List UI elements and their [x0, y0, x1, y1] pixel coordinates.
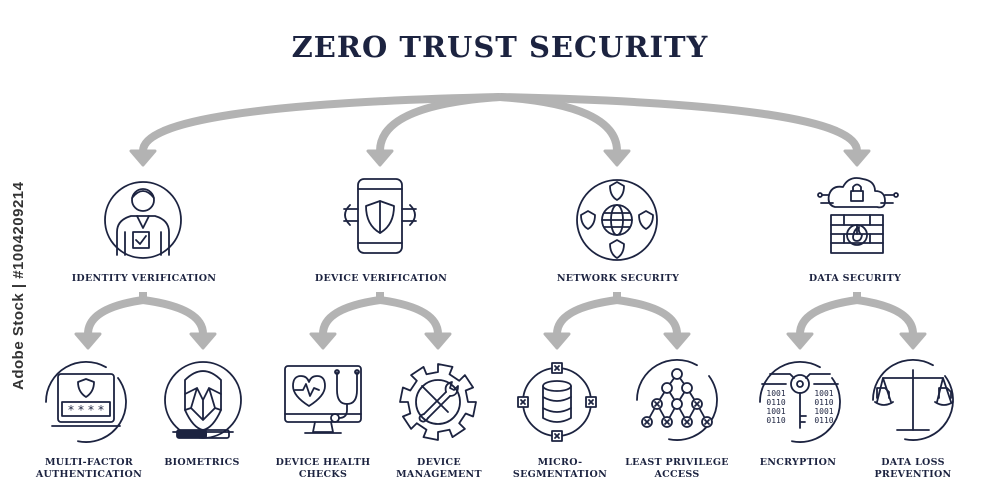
leaf-label-line: MICRO-	[537, 457, 583, 468]
leaf-label-mfa: MULTI-FACTOR AUTHENTICATION	[24, 457, 154, 481]
leaf-label-line: BIOMETRICS	[164, 457, 240, 468]
sub-arrow-2-0-head	[543, 332, 571, 350]
sub-arrow-1-1-shaft	[379, 296, 442, 335]
leaf-label-line: PREVENTION	[874, 469, 952, 480]
category-label-data: DATA SECURITY	[808, 273, 902, 284]
globe-network-icon	[576, 179, 658, 261]
top-arrow-0-shaft	[139, 93, 501, 152]
leaf-label-line: AUTHENTICATION	[35, 469, 143, 480]
diagram-title: ZERO TRUST SECURITY	[291, 30, 709, 64]
face-scan-icon	[164, 361, 242, 439]
top-arrow-1-head	[366, 149, 394, 167]
leaf-label-line: MULTI-FACTOR	[44, 457, 134, 468]
leaf-label-line: CHECKS	[298, 469, 348, 480]
leaf-label-micro-segmentation: MICRO- SEGMENTATION	[495, 457, 625, 481]
top-arrow-0-head	[129, 149, 157, 167]
gear-wrench-icon	[399, 363, 477, 441]
node-tree-icon	[636, 358, 718, 441]
leaf-label-line: ENCRYPTION	[759, 457, 837, 468]
sub-arrow-2-1-head	[663, 332, 691, 350]
leaf-label-line: LEAST PRIVILEGE	[625, 457, 729, 468]
svg-text:1001: 1001	[814, 389, 833, 398]
leaf-label-device-health: DEVICE HEALTH CHECKS	[258, 457, 388, 481]
sub-arrow-1-1-head	[424, 332, 452, 350]
sub-arrow-3-1-shaft	[856, 296, 917, 335]
svg-text:1001: 1001	[766, 389, 785, 398]
leaf-label-least-privilege: LEAST PRIVILEGE ACCESS	[612, 457, 742, 481]
sub-arrow-0-1-head	[189, 332, 217, 350]
sub-arrow-3-0-shaft	[796, 296, 858, 335]
leaf-label-line: ACCESS	[654, 469, 700, 480]
sub-arrow-1-0-shaft	[319, 296, 381, 335]
database-nodes-icon	[517, 362, 597, 442]
leaf-label-line: SEGMENTATION	[512, 469, 608, 480]
svg-text:*: *	[98, 403, 104, 417]
stock-id-text: Adobe Stock | #1004209214	[8, 182, 28, 400]
svg-text:1001: 1001	[766, 407, 785, 416]
sub-arrow-1-0-head	[309, 332, 337, 350]
scale-files-icon	[872, 358, 954, 441]
category-label-identity: IDENTITY VERIFICATION	[71, 273, 217, 284]
user-badge-icon	[104, 181, 182, 259]
monitor-stethoscope-icon	[284, 365, 362, 434]
category-label-device: DEVICE VERIFICATION	[314, 273, 448, 284]
sub-arrow-2-1-shaft	[616, 296, 681, 335]
sub-arrow-2-0-shaft	[553, 296, 618, 335]
leaf-label-line: DEVICE	[417, 457, 461, 468]
leaf-label-encryption: ENCRYPTION	[733, 457, 863, 469]
sub-arrow-3-0-head	[786, 332, 814, 350]
svg-text:*: *	[68, 403, 74, 417]
leaf-label-line: DATA LOSS	[881, 457, 945, 468]
svg-text:0110: 0110	[814, 416, 833, 425]
svg-text:0110: 0110	[814, 398, 833, 407]
sub-arrow-0-1-shaft	[142, 296, 207, 335]
top-arrow-2-head	[603, 149, 631, 167]
leaf-label-line: MANAGEMENT	[396, 469, 482, 480]
svg-text:0110: 0110	[766, 416, 785, 425]
top-arrow-3-head	[843, 149, 871, 167]
sub-arrow-3-1-head	[899, 332, 927, 350]
leaf-label-biometrics: BIOMETRICS	[137, 457, 267, 469]
sub-arrow-0-0-shaft	[84, 296, 144, 335]
cloud-firewall-icon	[817, 177, 899, 254]
svg-text:*: *	[88, 403, 94, 417]
sub-arrow-0-0-head	[74, 332, 102, 350]
category-label-network: NETWORK SECURITY	[556, 273, 680, 284]
leaf-label-line: DEVICE HEALTH	[275, 457, 371, 468]
leaf-label-device-management: DEVICE MANAGEMENT	[374, 457, 504, 481]
svg-text:0110: 0110	[766, 398, 785, 407]
stock-id-label: Adobe Stock | #1004209214	[10, 181, 27, 390]
top-arrow-1-shaft	[376, 93, 501, 152]
svg-text:*: *	[78, 403, 84, 417]
svg-text:1001: 1001	[814, 407, 833, 416]
top-arrow-3-shaft	[499, 93, 861, 152]
phone-shield-icon	[343, 178, 417, 254]
leaf-label-dlp: DATA LOSS PREVENTION	[848, 457, 978, 481]
password-shield-icon: * * * *	[45, 360, 127, 443]
